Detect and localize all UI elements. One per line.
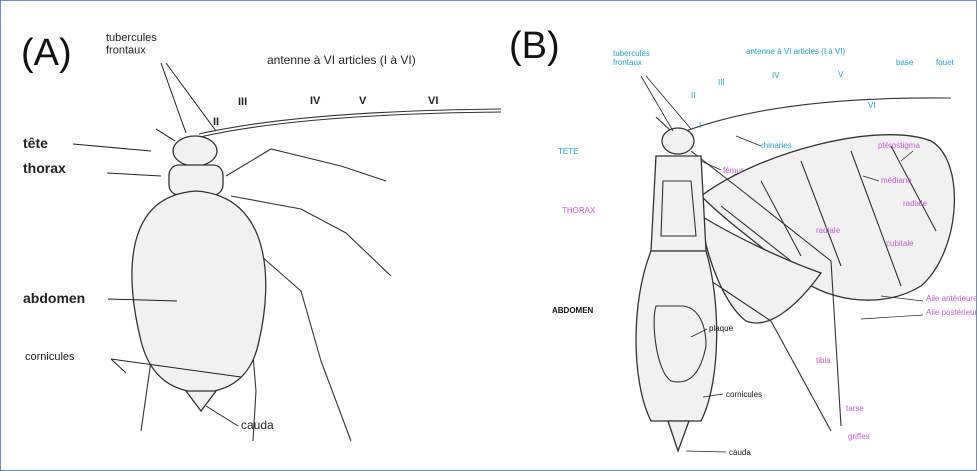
label-seg-v: V [359, 95, 367, 107]
label-b-tarse: tarse [846, 404, 864, 413]
label-cauda: cauda [241, 418, 274, 432]
label-abdomen: abdomen [23, 290, 85, 306]
label-b-seg-vi: VI [868, 101, 876, 110]
label-b-plaque: plaque [709, 324, 734, 333]
aphid-winged-drawing [636, 98, 954, 451]
label-head: tête [23, 135, 48, 151]
label-antenna: antenne à VI articles (I à VI) [267, 53, 416, 67]
head-shape [173, 136, 217, 166]
label-seg-ii: II [213, 116, 219, 128]
panel-b-letter: (B) [509, 25, 560, 67]
aphid-wingless-drawing [132, 109, 501, 441]
label-cornicles: cornicules [25, 351, 75, 363]
thorax-b [651, 156, 706, 251]
label-b-femur: fémur [723, 166, 744, 175]
antenna-b [686, 98, 951, 131]
label-b-antenna: antenne à VI articles (I à VI) [746, 47, 845, 56]
panel-b: (B) tubercule [509, 25, 976, 457]
label-b-radial-outer: radiale [903, 199, 928, 208]
label-b-frontal-tubercles: tubercules frontaux [613, 49, 652, 67]
panel-a-letter: (A) [21, 32, 72, 74]
label-b-cauda: cauda [729, 448, 751, 457]
label-seg-vi: VI [428, 95, 438, 107]
label-b-seg-iii: III [718, 78, 725, 87]
abdomen-shape [132, 191, 266, 393]
antenna-left [156, 129, 175, 141]
head-b [662, 128, 694, 154]
leg-front [226, 149, 386, 181]
label-b-seg-i: I [699, 121, 701, 130]
label-b-radial-inner: radiale [816, 226, 841, 235]
label-seg-iv: IV [310, 95, 321, 107]
panel-a: (A) tubercules frontaux ante [21, 32, 501, 441]
label-b-seg-iv: IV [772, 71, 780, 80]
label-b-seg-v: V [838, 70, 844, 79]
label-b-cubital: cubitale [886, 239, 914, 248]
label-thorax: thorax [23, 160, 66, 176]
label-b-head: TETE [558, 147, 578, 156]
label-b-rhinaria: rhinaries [761, 141, 792, 150]
label-line-continuation: frontaux [106, 45, 146, 57]
label-line-continuation: frontaux [613, 58, 642, 67]
label-b-abdomen: ABDOMEN [552, 306, 594, 315]
label-b-fore-wing: Aile antérieure [926, 294, 976, 303]
label-frontal-tubercles: tubercules frontaux [106, 32, 160, 57]
leg-hind-right [261, 256, 351, 441]
label-b-cornicles: cornicules [726, 390, 762, 399]
cauda-shape [186, 391, 216, 411]
abdomen-b [636, 251, 717, 421]
label-b-base: base [896, 58, 914, 67]
label-b-pterostigma: ptérostigma [878, 141, 920, 150]
label-b-tibia: tibia [816, 356, 831, 365]
label-b-thorax: THORAX [562, 206, 596, 215]
label-b-seg-ii: II [691, 91, 695, 100]
label-b-griffes: griffes [848, 432, 870, 441]
label-b-fouet: fouet [936, 58, 955, 67]
cauda-b [668, 421, 689, 451]
label-seg-iii: III [238, 96, 247, 108]
label-b-hind-wing: Aile postérieure [926, 308, 976, 317]
label-b-median: médiane [881, 176, 912, 185]
